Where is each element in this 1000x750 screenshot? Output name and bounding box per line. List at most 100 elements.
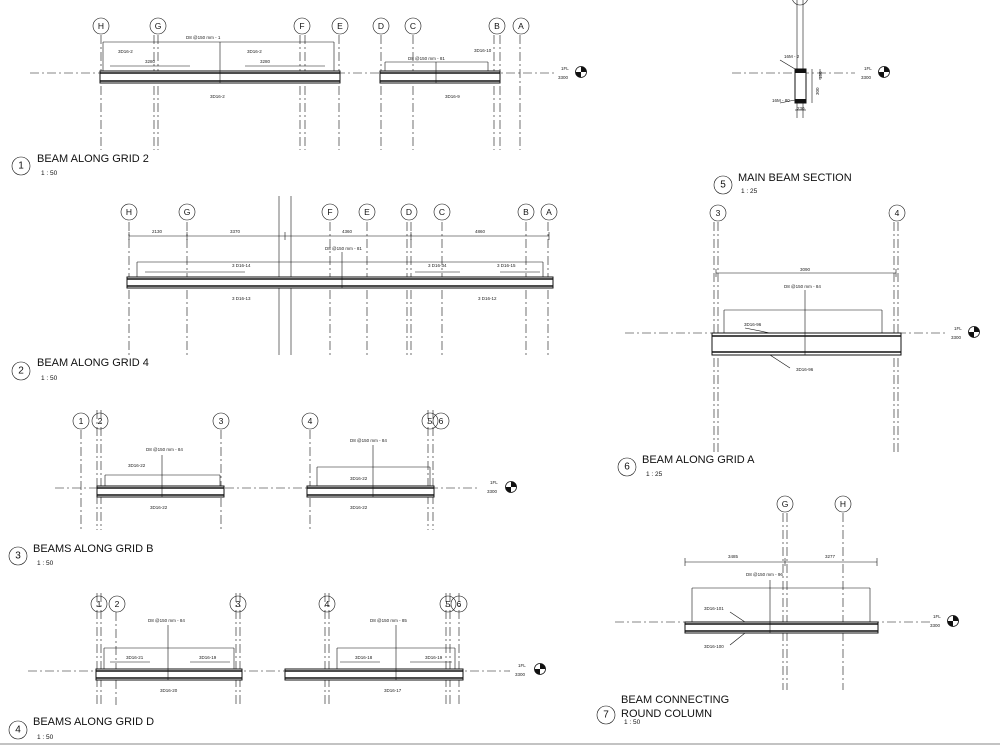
note: D8 @150 mm - 81 <box>408 56 445 61</box>
note: D8 @150 mm - 84 <box>350 438 387 443</box>
view-number: 4 <box>15 725 21 736</box>
level-value: 3300 <box>558 75 569 80</box>
view-title-text-line2: ROUND COLUMN <box>621 708 712 720</box>
beam-notes: 3090 D8 @150 mm - 84 3D16-96 3D16-96 <box>744 267 821 372</box>
grid-label: B <box>494 21 500 31</box>
view-number: 7 <box>603 710 609 721</box>
beam-elevation <box>126 252 554 289</box>
note: D8 @150 mm - 96 <box>746 572 783 577</box>
note: 150 <box>818 71 823 79</box>
note: 3277 <box>825 554 836 559</box>
grid-label: 5 <box>446 599 451 609</box>
note: 2130 <box>152 229 163 234</box>
view-scale: 1 : 50 <box>41 375 58 382</box>
note: 3D16-96 <box>796 367 814 372</box>
beam-elevation <box>96 445 435 498</box>
beam-elevation <box>95 625 464 681</box>
note: 3D16-96 <box>744 322 762 327</box>
view-scale: 1 : 50 <box>37 734 54 741</box>
grid-label: 3 <box>716 208 721 218</box>
grid-bubbles: 1 2 3 4 5 6 <box>72 412 450 430</box>
note: 3D16-22 <box>350 476 368 481</box>
view-title-text: BEAM ALONG GRID 4 <box>37 357 149 369</box>
grid-label: 1 <box>97 599 102 609</box>
note: 3D16-100 <box>704 644 724 649</box>
view-4-beams-along-grid-d: 1 2 3 4 5 6 <box>8 593 546 741</box>
view-number: 6 <box>624 462 630 473</box>
grid-label: 1 <box>79 416 84 426</box>
note: 3 D16-15 <box>497 263 516 268</box>
beam-notes: D8 @150 mm - 84 3D16-21 3D16-19 3D16-20 … <box>126 618 443 693</box>
level-value: 3300 <box>951 335 962 340</box>
level-value: 3300 <box>487 489 498 494</box>
grid-lines <box>80 410 434 530</box>
grid-bubbles: H G F E D C B A <box>120 203 558 221</box>
grid-label: F <box>327 207 332 217</box>
note: 3280 <box>145 59 156 64</box>
grid-label: A <box>546 207 552 217</box>
note: 3D16-2 <box>118 49 133 54</box>
view-3-beams-along-grid-b: 1 2 3 4 5 6 <box>8 410 517 567</box>
view-2-beam-along-grid-4: H G F E D C B A <box>11 196 558 382</box>
note: D8 @150 mm - 81 <box>325 246 362 251</box>
grid-lines <box>782 513 844 690</box>
beam-notes: D8 @150 mm - 1 3D16-2 3D16-2 3280 3280 3… <box>118 35 492 99</box>
view-title: 7 BEAM CONNECTING ROUND COLUMN 1 : 50 <box>596 694 729 726</box>
beam-elevation <box>99 41 501 84</box>
view-title: 1 BEAM ALONG GRID 2 1 : 50 <box>11 153 149 177</box>
note: 230 <box>797 106 805 111</box>
level-marker: 1FL 3300 <box>930 614 959 628</box>
grid-label: H <box>126 207 132 217</box>
note: 3D16-2 <box>247 49 262 54</box>
note: D8 @150 mm - 1 <box>186 35 221 40</box>
view-title: 6 BEAM ALONG GRID A 1 : 25 <box>617 454 755 478</box>
view-scale: 1 : 25 <box>646 471 663 478</box>
grid-label: E <box>364 207 370 217</box>
grid-label: 3 <box>236 599 241 609</box>
grid-label: G <box>782 499 789 509</box>
level-marker: 1FL 3300 <box>515 663 546 677</box>
grid-label: A <box>518 21 524 31</box>
note: 3D16-17 <box>384 688 402 693</box>
note: 3090 <box>800 267 811 272</box>
level-value: 3300 <box>861 75 872 80</box>
view-title-text: MAIN BEAM SECTION <box>738 172 852 184</box>
grid-bubbles: 3 4 <box>709 204 906 222</box>
view-title: 4 BEAMS ALONG GRID D 1 : 50 <box>8 716 154 741</box>
level-marker: 1FL 3300 <box>861 66 890 80</box>
note: D8 @150 mm - 84 <box>148 618 185 623</box>
grid-label: H <box>840 499 846 509</box>
level-name: 1FL <box>933 614 941 619</box>
note: 4360 <box>342 229 353 234</box>
note: D8 @150 mm - 85 <box>370 618 407 623</box>
grid-label: G <box>155 21 162 31</box>
grid-lines <box>100 35 521 150</box>
grid-label: 4 <box>308 416 313 426</box>
grid-bubbles: G H <box>776 495 852 513</box>
beam-elevation <box>684 580 879 646</box>
grid-label: E <box>337 21 343 31</box>
view-scale: 1 : 50 <box>41 170 58 177</box>
grid-label: 2 <box>98 416 103 426</box>
grid-label: F <box>299 21 304 31</box>
note: 3D16-22 <box>150 505 168 510</box>
note: 3 D16-14 <box>232 263 251 268</box>
note: 3D16-22 <box>350 505 368 510</box>
beam-notes: 2130 3370 4360 4860 D8 @150 mm - 81 3 D1… <box>152 229 516 301</box>
level-name: 1FL <box>864 66 872 71</box>
view-scale: 1 : 50 <box>624 719 641 726</box>
view-number: 3 <box>15 551 21 562</box>
view-title-text: BEAMS ALONG GRID B <box>33 543 153 555</box>
level-marker: 1FL 3300 <box>951 326 980 340</box>
grid-label: 3 <box>219 416 224 426</box>
view-title-text: BEAM ALONG GRID 2 <box>37 153 149 165</box>
note: 3485 <box>728 554 739 559</box>
grid-label: G <box>184 207 191 217</box>
grid-label: 5 <box>428 416 433 426</box>
note: 3D16-20 <box>160 688 178 693</box>
grid-label: 2 <box>115 599 120 609</box>
view-title: 3 BEAMS ALONG GRID B 1 : 50 <box>8 543 153 567</box>
note: 16M - 2 <box>784 54 800 59</box>
view-title-text: BEAM ALONG GRID A <box>642 454 755 466</box>
